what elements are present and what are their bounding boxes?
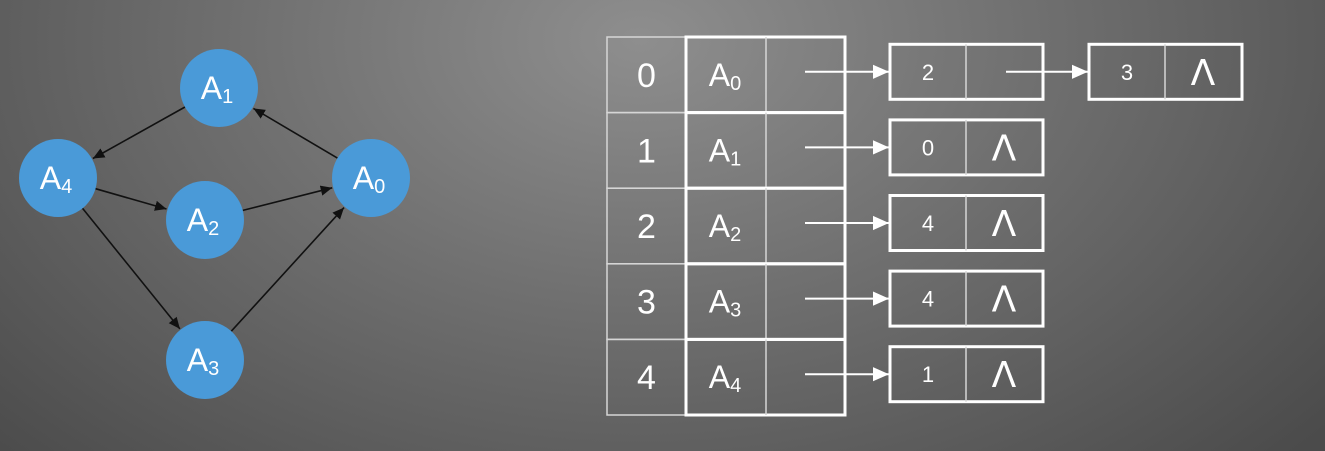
node-circle — [166, 181, 244, 259]
vertex-subscript: 2 — [730, 224, 741, 246]
edge-a2-to-a0 — [242, 185, 333, 212]
node-a2: A2 — [166, 181, 244, 259]
null-pointer-symbol: Λ — [1191, 53, 1216, 94]
node-a3: A3 — [166, 321, 244, 399]
row-index: 1 — [637, 132, 656, 170]
edge-a3-to-a0 — [230, 207, 345, 332]
vertex-label: A1 — [709, 132, 741, 170]
row-index: 0 — [637, 57, 656, 95]
node-label: A4 — [40, 160, 72, 198]
node-subscript: 4 — [61, 176, 72, 198]
node-a0: A0 — [332, 139, 410, 217]
node-label: A2 — [187, 202, 219, 240]
neighbor-index: 2 — [922, 60, 934, 85]
node-circle — [180, 49, 258, 127]
vertex-label: A3 — [709, 284, 741, 322]
vertex-label: A0 — [709, 57, 741, 95]
node-subscript: 0 — [374, 176, 385, 198]
node-subscript: 1 — [222, 86, 233, 108]
null-pointer-symbol: Λ — [992, 355, 1017, 396]
neighbor-index: 0 — [922, 135, 934, 160]
neighbor-index: 1 — [922, 362, 934, 387]
edge-a1-to-a4 — [92, 106, 186, 160]
null-pointer-symbol: Λ — [992, 204, 1017, 245]
vertex-letter: A — [709, 359, 731, 395]
vertex-subscript: 0 — [730, 73, 741, 95]
node-a1: A1 — [180, 49, 258, 127]
node-a4: A4 — [19, 139, 97, 217]
neighbor-index: 4 — [922, 211, 934, 236]
edge-a4-to-a3 — [81, 207, 181, 330]
vertex-letter: A — [709, 132, 731, 168]
edge-a4-to-a2 — [95, 187, 167, 211]
node-letter: A — [187, 202, 209, 238]
vertex-label: A2 — [709, 208, 741, 246]
row-index: 4 — [637, 359, 656, 397]
node-letter: A — [40, 160, 62, 196]
vertex-letter: A — [709, 57, 731, 93]
vertex-letter: A — [709, 284, 731, 320]
node-subscript: 3 — [208, 358, 219, 380]
node-label: A1 — [201, 70, 233, 108]
node-letter: A — [353, 160, 375, 196]
null-pointer-symbol: Λ — [992, 128, 1017, 169]
node-letter: A — [201, 70, 223, 106]
node-circle — [166, 321, 244, 399]
row-index: 2 — [637, 208, 656, 246]
node-circle — [332, 139, 410, 217]
vertex-letter: A — [709, 208, 731, 244]
vertex-subscript: 3 — [730, 300, 741, 322]
row-index: 3 — [637, 284, 656, 322]
vertex-subscript: 1 — [730, 148, 741, 170]
node-label: A3 — [187, 342, 219, 380]
vertex-subscript: 4 — [730, 375, 741, 397]
edge-a0-to-a1 — [252, 107, 338, 159]
node-letter: A — [187, 342, 209, 378]
node-circle — [19, 139, 97, 217]
neighbor-index: 3 — [1121, 60, 1133, 85]
node-label: A0 — [353, 160, 385, 198]
neighbor-index: 4 — [922, 287, 934, 312]
null-pointer-symbol: Λ — [992, 280, 1017, 321]
vertex-label: A4 — [709, 359, 741, 397]
node-subscript: 2 — [208, 218, 219, 240]
